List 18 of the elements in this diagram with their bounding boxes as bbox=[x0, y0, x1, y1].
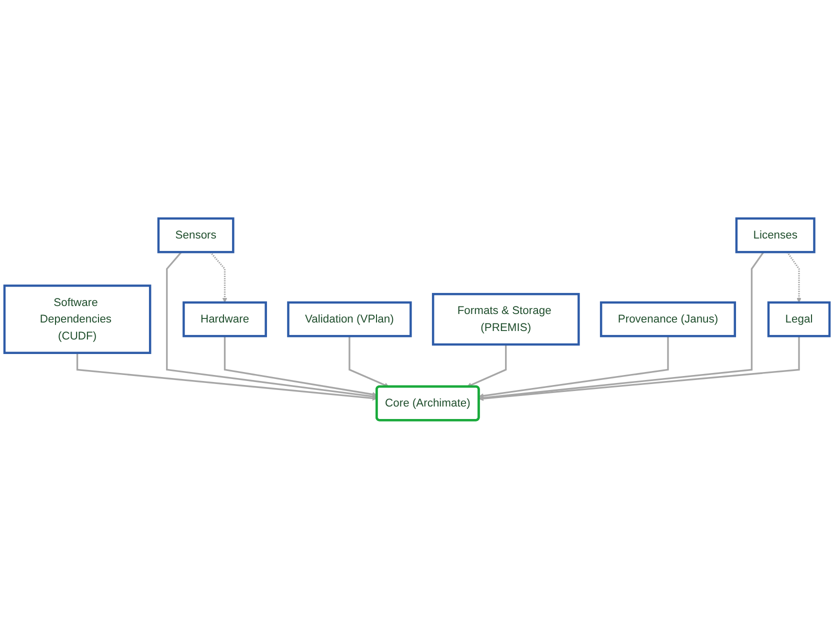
node-box: Provenance (Janus) bbox=[600, 301, 736, 337]
arrow bbox=[466, 344, 507, 387]
node-box: Software Dependencies (CUDF) bbox=[3, 284, 152, 354]
node-box: Validation (VPlan) bbox=[287, 301, 412, 337]
arrow bbox=[166, 251, 378, 399]
arrow bbox=[786, 251, 802, 302]
arrow bbox=[478, 336, 800, 401]
node-box: Legal bbox=[767, 301, 831, 337]
node-box: Hardware bbox=[182, 301, 267, 337]
arrow bbox=[478, 251, 764, 400]
node-box: Sensors bbox=[157, 217, 234, 253]
node-box: Licenses bbox=[735, 217, 816, 253]
arrow bbox=[348, 336, 390, 387]
arrow bbox=[478, 336, 669, 398]
arrow bbox=[224, 336, 378, 397]
arrow bbox=[76, 352, 378, 400]
arrow bbox=[210, 251, 228, 302]
node-box: Formats & Storage (PREMIS) bbox=[432, 292, 580, 346]
